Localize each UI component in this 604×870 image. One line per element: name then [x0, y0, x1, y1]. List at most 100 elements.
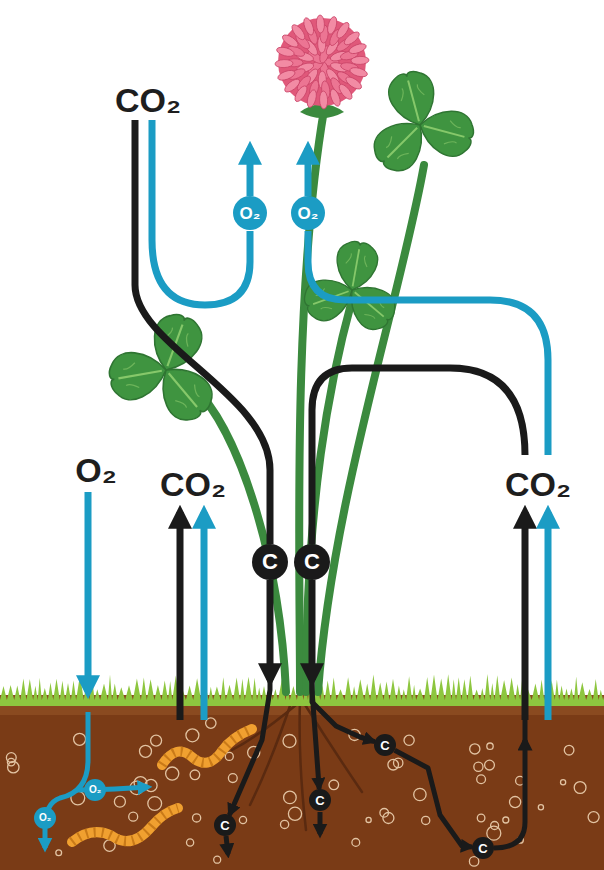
leaflet-blade	[339, 275, 402, 337]
node-text: C	[315, 794, 324, 807]
petal	[319, 91, 328, 109]
node-text: C	[262, 551, 278, 573]
soil-lines	[45, 712, 525, 854]
pebble	[509, 797, 520, 808]
petal	[316, 15, 325, 33]
worm	[162, 729, 252, 765]
leaflet-blade	[414, 103, 478, 160]
petal	[328, 88, 342, 108]
pebble	[166, 767, 179, 780]
pebble	[394, 758, 403, 767]
node-text: O₂	[298, 205, 319, 222]
petal	[351, 56, 369, 65]
carbon-flow-connector	[229, 580, 270, 815]
flow-lines	[88, 120, 548, 720]
petals	[275, 15, 369, 109]
carbon-circle: C	[472, 837, 494, 859]
leaflet	[339, 275, 402, 337]
oxygen-line	[45, 712, 88, 848]
pebble	[74, 733, 86, 745]
carbon-circle: C	[214, 814, 236, 836]
pebble	[422, 816, 430, 824]
pebble	[281, 820, 289, 828]
pebble	[491, 822, 499, 830]
oxygen-arrow	[85, 492, 92, 692]
petal	[344, 75, 363, 92]
node-text: O₂	[89, 785, 101, 795]
worm-stripes	[162, 729, 252, 765]
pebble	[574, 782, 586, 794]
pebble	[284, 791, 297, 804]
pebble	[186, 729, 199, 742]
root	[302, 700, 362, 792]
leaf-marking	[444, 121, 462, 147]
node-text: C	[478, 842, 487, 855]
pebble	[8, 762, 19, 773]
oxygen-circle: O₂	[233, 196, 267, 230]
pebble	[477, 775, 486, 784]
pebble	[283, 735, 296, 748]
carbon-line	[312, 368, 525, 544]
oxygen-circle: O₂	[34, 807, 56, 829]
pebble	[404, 735, 414, 745]
leaf-marking	[175, 384, 202, 410]
leaf-marking	[122, 363, 139, 390]
pebble	[564, 745, 574, 755]
pebble	[239, 816, 246, 823]
pebble	[588, 812, 599, 823]
leaf-stem	[318, 165, 424, 692]
pebble	[487, 743, 493, 749]
root	[300, 700, 306, 830]
pebble	[414, 788, 426, 800]
node-text: O₂	[39, 813, 51, 823]
leaf-marking	[346, 253, 369, 267]
leaf-marking	[398, 83, 424, 101]
petal	[277, 68, 297, 82]
petal	[276, 46, 295, 59]
pebble	[383, 813, 394, 824]
oxygen-line	[308, 231, 548, 455]
pebble	[470, 744, 480, 754]
petal	[349, 66, 368, 79]
node-text: O₂	[240, 205, 261, 222]
leaf-vein	[118, 371, 161, 379]
carbon-arrow	[522, 512, 529, 720]
leaves	[92, 58, 487, 436]
worm	[72, 808, 178, 842]
pebble	[352, 839, 360, 847]
worm-stripes	[72, 808, 178, 842]
pebble	[151, 735, 162, 746]
pebble	[225, 752, 233, 760]
carbon-circle: C	[294, 544, 330, 580]
leaflet	[366, 109, 436, 179]
carbon-circle: C	[309, 789, 331, 811]
gas-label: O₂	[75, 453, 117, 487]
pebble	[190, 770, 200, 780]
petal	[348, 42, 368, 56]
pebble	[114, 796, 125, 807]
leaf-vein	[387, 128, 417, 158]
node-text: C	[304, 551, 320, 573]
leaflet	[106, 347, 170, 403]
pebble	[228, 774, 237, 783]
pebble	[56, 850, 62, 856]
pebble	[288, 807, 301, 820]
pebble	[140, 745, 152, 757]
pebble	[503, 817, 509, 823]
node-text: C	[380, 739, 389, 752]
leaflet-blade	[106, 347, 170, 403]
petal	[326, 16, 339, 35]
pebble	[129, 812, 138, 821]
pebble	[561, 780, 566, 785]
leaf-vein	[355, 292, 384, 316]
pebble	[214, 856, 221, 863]
pebble	[477, 814, 485, 822]
gas-label: CO₂	[160, 467, 226, 501]
pebble	[485, 760, 495, 770]
clover-flower	[275, 15, 369, 118]
clover-leaf	[92, 296, 242, 436]
carbon-flow-connector	[395, 750, 472, 847]
